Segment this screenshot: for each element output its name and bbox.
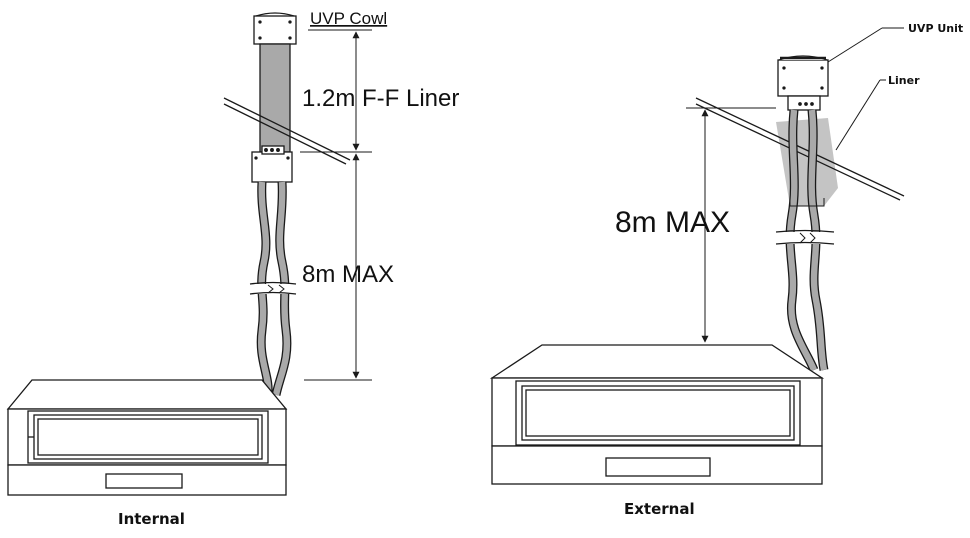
external-dimension (686, 107, 776, 343)
uvp-cowl (253, 12, 297, 45)
liner-length-label: 1.2m F-F Liner (302, 85, 459, 112)
liner-outline (789, 198, 825, 207)
uvp-cowl-label: UVP Cowl (310, 9, 387, 28)
roof-line (695, 97, 905, 201)
liner-label: Liner (888, 74, 920, 87)
flexible-pipes (249, 181, 297, 396)
uvp-unit (777, 55, 829, 111)
leader-lines (827, 27, 904, 151)
internal-caption: Internal (118, 510, 185, 528)
connection-box (251, 145, 293, 183)
external-caption: External (624, 500, 695, 518)
internal-dimensions (300, 29, 372, 381)
internal-installation (6, 12, 372, 496)
external-installation (489, 27, 905, 485)
liner-shading (776, 118, 838, 206)
uvp-unit-label: UVP Unit (908, 22, 963, 35)
fireplace-unit (6, 379, 288, 496)
liner-section (259, 43, 291, 153)
roof-line (223, 97, 351, 165)
external-max-label: 8m MAX (615, 206, 730, 239)
fireplace-unit (489, 344, 825, 485)
flexible-pipes (775, 109, 835, 372)
internal-max-label: 8m MAX (302, 261, 394, 288)
